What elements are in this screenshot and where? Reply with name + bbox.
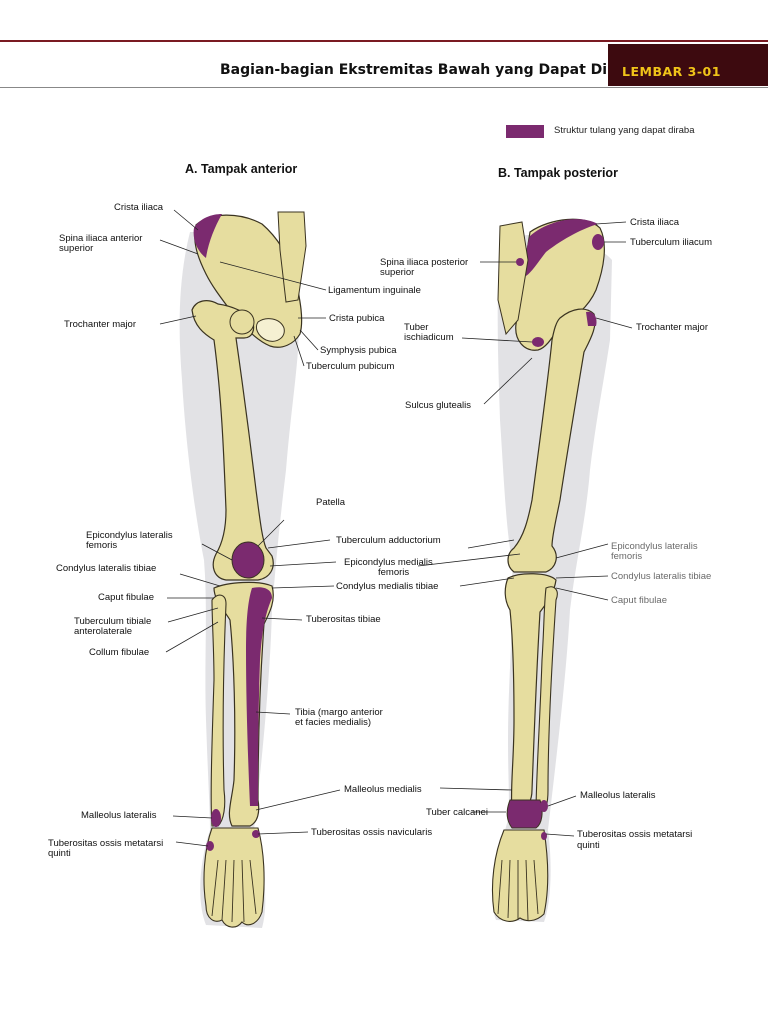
posterior-crista-iliaca-palpable — [525, 219, 598, 276]
label-sips-line1: Spina iliaca posterior — [380, 257, 469, 268]
label-symphysis-pubica: Symphysis pubica — [320, 345, 397, 356]
anterior-navicularis-palpable — [252, 830, 260, 838]
anterior-obturator — [255, 318, 285, 342]
label-tuberculum-tibiale-line2: anterolaterale — [74, 626, 133, 637]
label-patella: Patella — [316, 497, 346, 508]
label-sias-line1: Spina iliaca anterior — [59, 233, 143, 244]
sheet-badge: LEMBAR 3-01 — [608, 44, 768, 86]
label-sips-line2: superior — [380, 267, 415, 278]
anterior-tibia-margin-palpable — [246, 587, 272, 806]
posterior-femur — [507, 308, 596, 573]
posterior-calcaneus-palpable — [506, 799, 543, 829]
label-tuberositas-tibiae: Tuberositas tibiae — [306, 614, 381, 625]
label-crista-pubica: Crista pubica — [329, 313, 385, 324]
label-tuberculum-tibiale-line1: Tuberculum tibiale — [74, 616, 152, 627]
anterior-patella-palpable — [231, 541, 265, 579]
label-trochanter-major-anterior: Trochanter major — [64, 319, 136, 330]
label-tuberculum-pubicum: Tuberculum pubicum — [306, 361, 395, 372]
label-tuber-line1: Tuber — [404, 322, 429, 333]
label-tuberculum-iliacum: Tuberculum iliacum — [630, 237, 713, 248]
label-sulcus-glutealis: Sulcus glutealis — [405, 400, 472, 411]
label-malleolus-lateralis-anterior: Malleolus lateralis — [81, 810, 157, 821]
anterior-leader-lines — [159, 209, 341, 847]
anterior-foot — [203, 827, 265, 928]
anterior-fibula — [210, 594, 227, 827]
sheet-number: LEMBAR 3-01 — [622, 64, 721, 79]
posterior-malleolus-lateralis-palpable — [540, 800, 548, 812]
label-tuberositas-navicularis: Tuberositas ossis navicularis — [311, 827, 433, 838]
label-tuberositas-metatarsi-posterior-line2: quinti — [577, 840, 600, 851]
anterior-toes — [211, 859, 257, 923]
label-epicondylus-lateralis-line2: femoris — [86, 540, 118, 551]
label-tuberositas-metatarsi-posterior-line1: Tuberositas ossis metatarsi — [577, 829, 693, 840]
posterior-view-title: B. Tampak posterior — [498, 166, 618, 180]
anterior-femoral-head — [229, 309, 255, 335]
posterior-tuber-ischiadicum-palpable — [532, 337, 544, 347]
posterior-toes — [497, 859, 539, 921]
label-condylus-lateralis-posterior: Condylus lateralis tibiae — [611, 571, 712, 582]
label-tuberculum-adductorium: Tuberculum adductorium — [336, 535, 441, 546]
posterior-tuberculum-iliacum-palpable — [592, 234, 604, 250]
label-epicondylus-medialis-line2: femoris — [378, 567, 410, 578]
label-trochanter-major-posterior: Trochanter major — [636, 322, 708, 333]
page-title: Bagian-bagian Ekstremitas Bawah yang Dap… — [220, 62, 643, 78]
anterior-malleolus-lateralis-palpable — [211, 809, 221, 827]
anterior-leg — [179, 211, 307, 928]
label-tibia-line2: et facies medialis) — [295, 717, 372, 728]
anterior-view-title: A. Tampak anterior — [185, 162, 298, 176]
label-tibia-line1: Tibia (margo anterior — [295, 707, 383, 718]
label-crista-iliaca-anterior: Crista iliaca — [114, 202, 164, 213]
legend-label: Struktur tulang yang dapat diraba — [554, 125, 695, 136]
label-tuberositas-metatarsi-anterior-line2: quinti — [48, 848, 71, 859]
label-epicondylus-lateralis-line1: Epicondylus lateralis — [86, 530, 173, 541]
header-divider — [0, 87, 768, 88]
label-ligamentum-inguinale: Ligamentum inguinale — [328, 285, 421, 296]
label-collum-fibulae: Collum fibulae — [89, 647, 150, 658]
posterior-leader-lines — [417, 221, 633, 837]
anterior-metatarsi-quinti-palpable — [206, 841, 214, 851]
posterior-sips-palpable — [516, 258, 524, 266]
label-epicondylus-medialis-line1: Epicondylus medialis — [344, 557, 433, 568]
posterior-leg — [491, 218, 612, 923]
posterior-foot — [491, 829, 549, 922]
label-sias-line2: superior — [59, 243, 94, 254]
label-tuber-line2: ischiadicum — [404, 332, 454, 343]
legend-swatch — [506, 125, 544, 138]
posterior-metatarsi-quinti-palpable — [541, 832, 547, 840]
label-condylus-lateralis-tibiae: Condylus lateralis tibiae — [56, 563, 157, 574]
posterior-sacrum — [497, 221, 529, 336]
label-crista-iliaca-posterior: Crista iliaca — [630, 217, 680, 228]
label-caput-fibulae-anterior: Caput fibulae — [98, 592, 154, 603]
anterior-crista-iliaca-palpable — [193, 214, 222, 258]
label-condylus-medialis-tibiae: Condylus medialis tibiae — [336, 581, 439, 592]
label-caput-fibulae-posterior: Caput fibulae — [611, 595, 667, 606]
top-accent-line — [0, 40, 768, 42]
label-tuberositas-metatarsi-anterior-line1: Tuberositas ossis metatarsi — [48, 838, 164, 849]
label-malleolus-lateralis-posterior: Malleolus lateralis — [580, 790, 656, 801]
label-malleolus-medialis: Malleolus medialis — [344, 784, 422, 795]
label-epicondylus-lateralis-posterior-line2: femoris — [611, 551, 643, 562]
anterior-hip-bone — [194, 214, 303, 348]
posterior-trochanter-palpable — [586, 311, 597, 326]
label-tuber-calcanei: Tuber calcanei — [426, 807, 488, 818]
label-epicondylus-lateralis-posterior-line1: Epicondylus lateralis — [611, 541, 698, 552]
